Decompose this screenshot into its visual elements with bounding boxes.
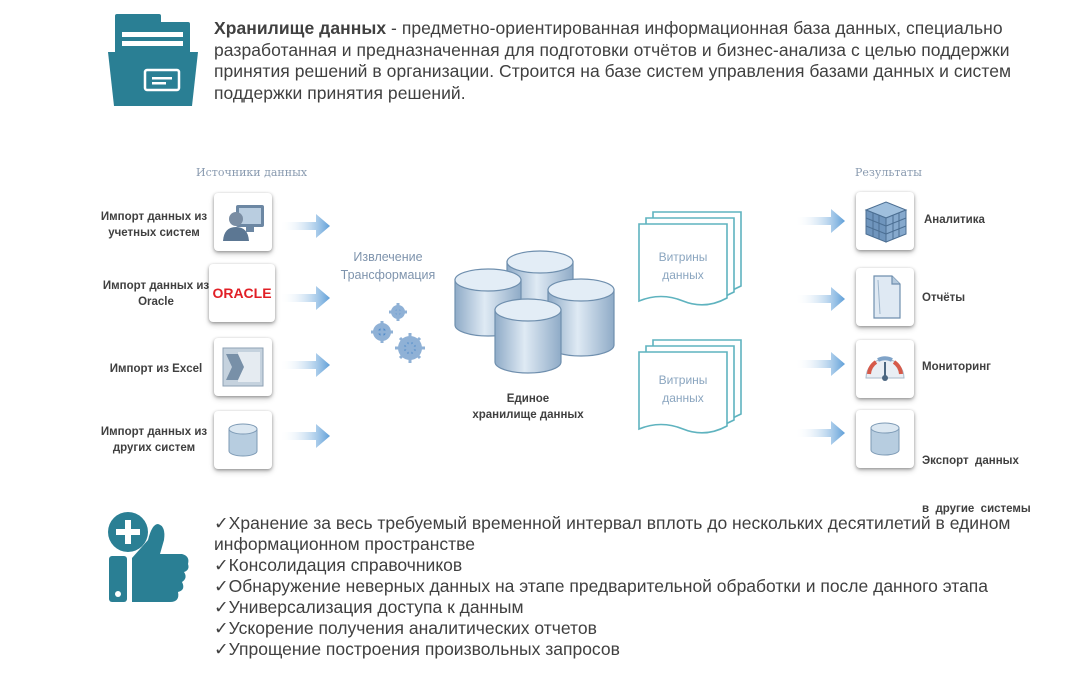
arrow-icon: [280, 424, 330, 448]
arrow-icon: [280, 214, 330, 238]
arrow-icon: [795, 421, 845, 445]
source-label-accounting: Импорт данных из учетных систем: [100, 209, 208, 241]
intro-term: Хранилище данных: [214, 18, 386, 38]
data-mart-label-2: Витрины данных: [639, 371, 727, 407]
source-arrows: [280, 205, 336, 455]
arrow-icon: [280, 286, 330, 310]
warehouse-label: Единое хранилище данных: [458, 391, 598, 423]
checkmark-icon: ✓: [214, 555, 229, 575]
database-icon: [214, 411, 272, 469]
source-tile-accounting: [214, 193, 272, 251]
checkmark-icon: ✓: [214, 597, 229, 617]
source-tile-other: [214, 411, 272, 469]
source-tile-excel: [214, 338, 272, 396]
result-label-analytics: Аналитика: [924, 212, 985, 228]
user-computer-icon: [214, 193, 272, 251]
gears-icon: [368, 300, 438, 370]
benefit-item: ✓Ускорение получения аналитических отчет…: [214, 618, 1054, 639]
benefit-item: ✓Обнаружение неверных данных на этапе пр…: [214, 576, 1054, 597]
arrow-icon: [795, 209, 845, 233]
intro-paragraph: Хранилище данных - предметно-ориентирова…: [214, 18, 1044, 104]
excel-icon: [214, 338, 272, 396]
benefit-item: ✓Упрощение построения произвольных запро…: [214, 639, 1054, 660]
warehouse-label-line1: Единое: [458, 391, 598, 407]
report-document-icon: [856, 268, 914, 326]
checkmark-icon: ✓: [214, 513, 229, 533]
result-label-monitoring: Мониторинг: [922, 359, 991, 375]
benefit-item: ✓Консолидация справочников: [214, 555, 1054, 576]
result-tile-monitoring: [856, 340, 914, 398]
oracle-logo: ORACLE: [209, 264, 275, 322]
source-label-other: Импорт данных из других систем: [96, 424, 212, 456]
folder-icon: [108, 12, 198, 108]
process-label: Извлечение Трансформация: [328, 248, 448, 284]
result-label-reports: Отчёты: [922, 290, 965, 306]
warehouse-database-icon: [450, 250, 620, 380]
result-arrows: [795, 200, 851, 456]
source-tile-oracle: ORACLE: [209, 264, 275, 322]
data-mart-label-1: Витрины данных: [639, 248, 727, 284]
sources-header: Источники данных: [196, 166, 307, 179]
thumbs-up-plus-icon: [106, 510, 192, 606]
source-label-oracle: Импорт данных из Oracle: [100, 278, 212, 310]
checkmark-icon: ✓: [214, 639, 229, 659]
benefit-item: ✓Универсализация доступа к данным: [214, 597, 1054, 618]
process-transform: Трансформация: [328, 266, 448, 284]
oracle-logo-text: ORACLE: [212, 285, 271, 301]
checkmark-icon: ✓: [214, 618, 229, 638]
arrow-icon: [795, 287, 845, 311]
benefits-list: ✓Хранение за весь требуемый временной ин…: [214, 513, 1054, 660]
benefit-item: ✓Хранение за весь требуемый временной ин…: [214, 513, 1054, 555]
warehouse-label-line2: хранилище данных: [458, 407, 598, 423]
source-label-excel: Импорт из Excel: [100, 361, 212, 377]
checkmark-icon: ✓: [214, 576, 229, 596]
result-tile-reports: [856, 268, 914, 326]
arrow-icon: [280, 353, 330, 377]
gauge-icon: [856, 340, 914, 398]
analytics-cube-icon: [856, 192, 914, 250]
result-tile-analytics: [856, 192, 914, 250]
result-tile-export: [856, 410, 914, 468]
arrow-icon: [795, 352, 845, 376]
results-header: Результаты: [855, 166, 922, 179]
process-extract: Извлечение: [328, 248, 448, 266]
database-icon: [856, 410, 914, 468]
